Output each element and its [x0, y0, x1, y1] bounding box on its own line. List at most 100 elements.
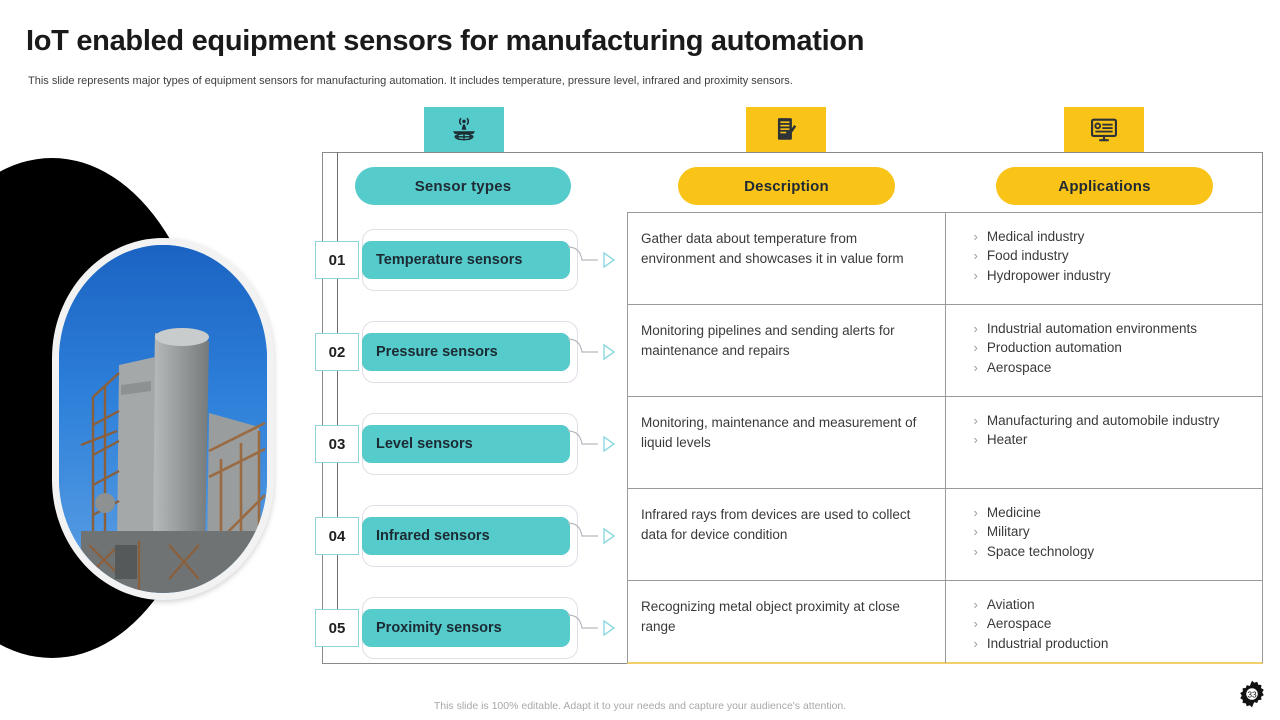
step-number-label: 02 [328, 343, 346, 361]
list-item: › Military [974, 523, 1253, 541]
list-item: › Hydropower industry [974, 267, 1253, 285]
chevron-right-icon: › [973, 432, 978, 448]
photo-frame [52, 238, 274, 600]
sensor-pill-05[interactable]: Proximity sensors [362, 609, 570, 647]
step-number-04: 04 [315, 517, 359, 555]
chevron-right-icon: › [973, 229, 978, 244]
sensor-label: Temperature sensors [376, 252, 523, 268]
connector-arrow-05 [566, 613, 618, 643]
sensor-label: Pressure sensors [376, 344, 498, 360]
step-number-01: 01 [315, 241, 359, 279]
application-label: Food industry [986, 248, 1069, 264]
step-number-label: 03 [328, 435, 346, 453]
application-label: Aerospace [986, 359, 1052, 375]
application-label: Medical industry [986, 229, 1085, 244]
sensor-pill-01[interactable]: Temperature sensors [362, 241, 570, 279]
chevron-right-icon: › [973, 413, 978, 428]
icon-tab-description[interactable] [746, 107, 826, 163]
column-header-label: Sensor types [414, 177, 512, 195]
applications-cell: › Industrial automation environments › P… [946, 305, 1263, 396]
step-number-label: 04 [328, 527, 346, 545]
application-label: Industrial automation environments [986, 321, 1197, 336]
application-label: Medicine [986, 505, 1041, 520]
sensor-pill-03[interactable]: Level sensors [362, 425, 570, 463]
application-label: Aviation [986, 597, 1035, 612]
application-label: Industrial production [986, 635, 1109, 651]
application-label: Heater [986, 432, 1028, 448]
chevron-right-icon: › [973, 321, 978, 336]
industrial-plant-illustration [59, 245, 267, 593]
chevron-right-icon: › [973, 340, 978, 356]
connector-arrow-04 [566, 521, 618, 551]
sensor-pill-04[interactable]: Infrared sensors [362, 517, 570, 555]
footer-note: This slide is 100% editable. Adapt it to… [433, 700, 847, 712]
column-header-label: Applications [1058, 177, 1151, 195]
column-header-sensor-types[interactable]: Sensor types [355, 167, 571, 205]
table-row: Infrared rays from devices are used to c… [628, 489, 1262, 581]
chevron-right-icon: › [973, 543, 978, 559]
application-label: Production automation [986, 340, 1122, 356]
chevron-right-icon: › [973, 597, 978, 612]
chevron-right-icon: › [973, 248, 978, 264]
list-item: › Aviation [974, 596, 1253, 614]
chevron-right-icon: › [973, 635, 978, 651]
connector-arrow-02 [566, 337, 618, 367]
timeline-rail [337, 152, 338, 630]
industrial-plant-photo [59, 245, 267, 593]
table-row: Recognizing metal object proximity at cl… [628, 581, 1262, 663]
description-cell: Monitoring, maintenance and measurement … [628, 397, 946, 488]
chevron-right-icon: › [973, 505, 978, 520]
list-item: › Industrial automation environments [974, 320, 1253, 338]
step-number-05: 05 [315, 609, 359, 647]
list-item: › Food industry [974, 247, 1253, 265]
connector-arrow-03 [566, 429, 618, 459]
list-item: › Production automation [974, 339, 1253, 357]
list-item: › Industrial production [974, 635, 1253, 653]
description-cell: Monitoring pipelines and sending alerts … [628, 305, 946, 396]
sensor-pill-02[interactable]: Pressure sensors [362, 333, 570, 371]
signal-tower-globe-icon [453, 117, 475, 140]
details-table: Gather data about temperature from envir… [627, 212, 1263, 664]
connector-arrow-01 [566, 245, 618, 275]
application-label: Space technology [986, 543, 1095, 559]
document-pen-icon [777, 117, 797, 140]
step-number-label: 05 [328, 619, 346, 637]
sensor-label: Level sensors [376, 436, 473, 452]
applications-cell: › Medical industry › Food industry › Hyd… [946, 213, 1263, 304]
icon-tab-sensor-types[interactable] [424, 107, 504, 163]
table-row: Monitoring pipelines and sending alerts … [628, 305, 1262, 397]
page-subtitle: This slide represents major types of equ… [28, 75, 793, 87]
application-label: Military [986, 524, 1030, 540]
page-number-gear-badge: 33 [1236, 678, 1268, 710]
sensor-label: Infrared sensors [376, 528, 490, 544]
table-row: Gather data about temperature from envir… [628, 213, 1262, 305]
chevron-right-icon: › [973, 359, 978, 375]
monitor-screen-icon [1091, 118, 1117, 141]
description-cell: Recognizing metal object proximity at cl… [628, 581, 946, 663]
list-item: › Medicine [974, 504, 1253, 522]
chevron-right-icon: › [973, 267, 978, 283]
page-number-text: 33 [1247, 689, 1257, 699]
description-cell: Infrared rays from devices are used to c… [628, 489, 946, 580]
application-label: Hydropower industry [986, 267, 1111, 283]
chevron-right-icon: › [973, 616, 978, 632]
application-label: Aerospace [986, 616, 1052, 632]
step-number-03: 03 [315, 425, 359, 463]
gear-icon: 33 [1240, 680, 1264, 708]
application-label: Manufacturing and automobile industry [986, 413, 1220, 428]
step-number-02: 02 [315, 333, 359, 371]
list-item: › Medical industry [974, 228, 1253, 246]
column-header-description[interactable]: Description [678, 167, 895, 205]
list-item: › Manufacturing and automobile industry [974, 412, 1253, 430]
list-item: › Aerospace [974, 615, 1253, 633]
applications-cell: › Medicine › Military › Space technology [946, 489, 1263, 580]
list-item: › Heater [974, 431, 1253, 449]
step-number-label: 01 [328, 251, 346, 269]
applications-cell: › Aviation › Aerospace › Industrial prod… [946, 581, 1263, 663]
column-header-applications[interactable]: Applications [996, 167, 1213, 205]
icon-tab-applications[interactable] [1064, 107, 1144, 163]
sensor-label: Proximity sensors [376, 620, 502, 636]
description-cell: Gather data about temperature from envir… [628, 213, 946, 304]
table-row: Monitoring, maintenance and measurement … [628, 397, 1262, 489]
